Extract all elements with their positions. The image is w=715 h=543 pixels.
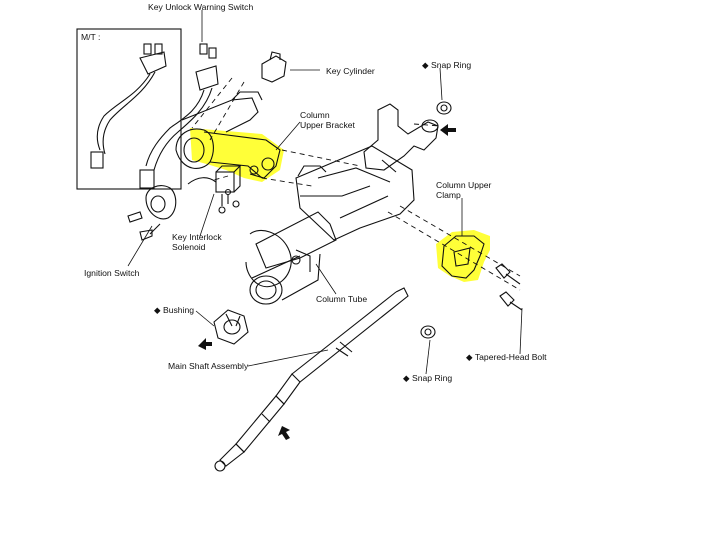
label-snap-ring-bottom: ◆ Snap Ring [403,373,452,383]
column-upper-clamp-part [441,235,485,279]
key-unlock-warning-switch [139,43,219,189]
column-upper-bracket-assembly [363,101,452,173]
label-mt: M/T : [81,32,100,42]
label-column-upper-clamp-1: Column Upper [436,180,492,190]
label-column-tube: Column Tube [316,294,367,304]
filled-arrow-icon [198,124,456,440]
column-upper-bracket-part [175,91,281,179]
label-key-cylinder: Key Cylinder [326,66,375,76]
label-ignition-switch: Ignition Switch [84,268,140,278]
label-column-upper-bracket-1: Column [300,110,330,120]
label-tapered-head-bolt: ◆ Tapered-Head Bolt [466,352,547,362]
tapered-head-bolts [495,263,523,311]
highlight-column-upper-clamp [436,230,490,282]
highlight-column-upper-bracket [190,128,284,182]
key-interlock-solenoid-part [187,165,242,214]
assembly-guide-lines [191,77,521,291]
label-key-interlock-solenoid-2: Solenoid [172,242,206,252]
label-bushing: ◆ Bushing [154,305,194,315]
label-main-shaft-assembly: Main Shaft Assembly [168,361,249,371]
snap-ring-bottom-part [420,325,436,339]
label-key-unlock-warning-switch: Key Unlock Warning Switch [148,2,253,12]
main-shaft-assembly-part [214,287,409,472]
label-column-upper-clamp-2: Clamp [436,190,461,200]
bushing-part [213,309,249,345]
inset-wire-harness [90,43,167,169]
label-snap-ring-top: ◆ Snap Ring [422,60,471,70]
key-cylinder-part [261,51,287,83]
mt-inset-box [76,28,182,190]
label-column-upper-bracket-2: Upper Bracket [300,120,356,130]
ignition-switch-part [127,185,177,241]
column-tube-part [245,145,415,305]
fasteners [224,188,232,204]
label-key-interlock-solenoid-1: Key Interlock [172,232,222,242]
leader-lines [127,10,523,375]
